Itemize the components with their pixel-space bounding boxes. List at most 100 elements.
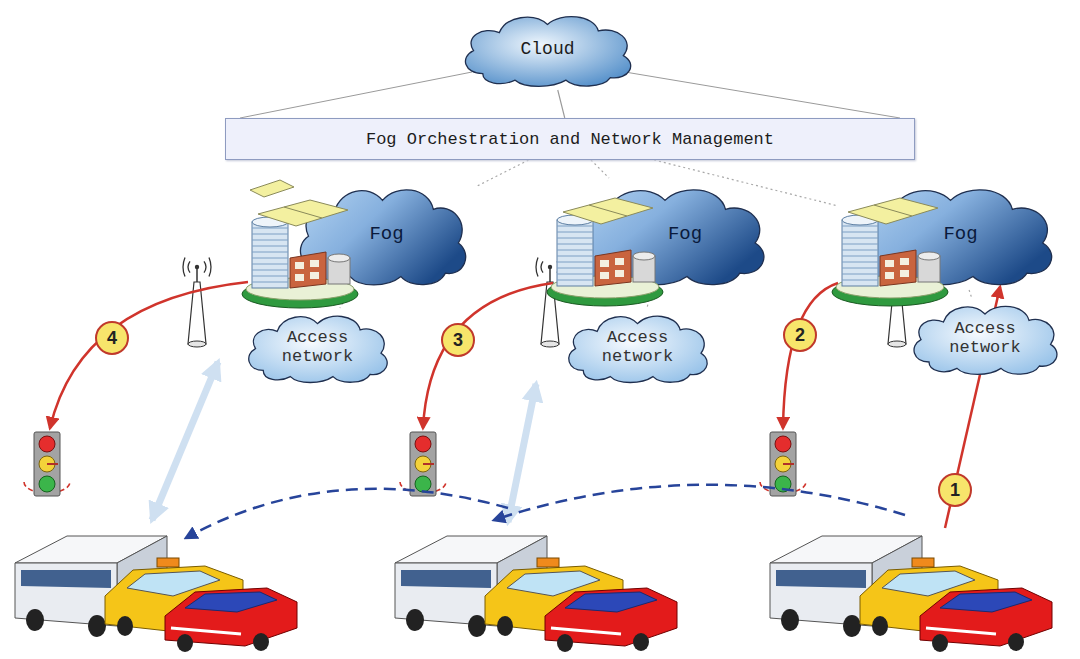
car-stripe — [551, 628, 621, 634]
red-lamp — [39, 436, 55, 452]
access-network-cloud: Access network — [240, 308, 395, 386]
callout-circle: 4 — [95, 321, 129, 355]
cloud-shape — [569, 316, 707, 382]
tower-floor — [842, 244, 878, 245]
fog-node: Fog — [838, 178, 1063, 290]
tower-floor — [842, 256, 878, 257]
cloud-shape — [465, 17, 630, 87]
bus-windows — [401, 570, 491, 588]
panel-divider — [874, 205, 912, 216]
radio-wave — [188, 261, 190, 272]
fog-server-building — [547, 198, 663, 306]
node-text: Fog — [668, 223, 702, 245]
red-lamp — [775, 436, 791, 452]
car-stripe — [926, 628, 996, 634]
database-top — [328, 254, 350, 262]
window — [600, 260, 609, 267]
node-text: Access network — [273, 328, 363, 366]
light-housing — [34, 432, 60, 496]
node-text: Fog Orchestration and Network Management — [366, 130, 774, 149]
movement-arrow — [186, 489, 508, 538]
window — [900, 258, 909, 265]
tower-floor — [842, 250, 878, 251]
wheel — [88, 615, 106, 637]
green-lamp — [415, 476, 431, 492]
wheel — [26, 609, 44, 631]
fog-server-building — [832, 198, 948, 306]
tower-floor — [557, 280, 593, 281]
tower-floor — [842, 268, 878, 269]
control-arrow — [50, 282, 248, 428]
cloud-link-line — [240, 72, 472, 118]
tower — [842, 220, 878, 286]
fog-node: Fog — [555, 178, 775, 290]
antenna-mast — [196, 268, 198, 282]
window — [295, 262, 304, 269]
tower-floor — [557, 256, 593, 257]
database-top — [918, 252, 940, 260]
wheel — [468, 615, 486, 637]
window — [295, 274, 304, 281]
wireless-link — [508, 384, 536, 522]
tower-floor — [252, 270, 288, 271]
panel-divider — [589, 205, 627, 216]
window — [600, 272, 609, 279]
vehicle-group — [395, 536, 677, 652]
radio-wave — [204, 261, 206, 272]
tower-floor — [252, 264, 288, 265]
lamp-pointer — [423, 463, 434, 465]
cloud-shape — [914, 306, 1057, 374]
lamp-pointer — [783, 463, 794, 465]
vehicle-group — [770, 536, 1052, 652]
node-text: Access network — [940, 319, 1030, 357]
traffic-light — [400, 432, 446, 496]
connector — [558, 90, 565, 118]
database-top — [633, 252, 655, 260]
wheel — [557, 634, 573, 652]
node-text: Fog — [943, 223, 977, 245]
radio-wave — [183, 257, 185, 276]
wheel — [177, 634, 193, 652]
brick-building — [880, 250, 916, 286]
tower — [557, 220, 593, 286]
wireless-link — [152, 362, 218, 520]
tower-floor — [252, 276, 288, 277]
tower-floor — [557, 250, 593, 251]
tower-floor — [557, 232, 593, 233]
vehicle-group — [15, 536, 297, 652]
tower-floor — [557, 244, 593, 245]
floating-panel — [250, 180, 294, 197]
orchestration-box: Fog Orchestration and Network Management — [225, 118, 915, 160]
access-network-cloud: Access network — [905, 298, 1065, 378]
wheel — [843, 615, 861, 637]
traffic-light — [24, 432, 70, 496]
red-lamp — [415, 436, 431, 452]
node-text: Cloud — [520, 39, 574, 59]
antenna-base — [188, 341, 206, 347]
window — [310, 272, 319, 279]
access-network-cloud: Access network — [560, 308, 715, 386]
wheel — [253, 633, 269, 651]
wheel — [872, 616, 888, 636]
movement-arrow — [494, 485, 905, 520]
tower-floor — [842, 226, 878, 227]
car-stripe — [171, 628, 241, 634]
lamp-pointer — [47, 463, 58, 465]
tower-floor — [252, 282, 288, 283]
wheel — [497, 616, 513, 636]
tower-floor — [252, 252, 288, 253]
node-text: Fog — [369, 223, 403, 245]
brick-building — [290, 252, 326, 288]
callout-circle: 3 — [441, 323, 475, 357]
car-roof — [185, 592, 277, 612]
window — [615, 258, 624, 265]
light-housing — [410, 432, 436, 496]
window — [615, 270, 624, 277]
callout-circle: 1 — [938, 473, 972, 507]
connector — [475, 160, 529, 187]
antenna-base — [888, 341, 906, 347]
